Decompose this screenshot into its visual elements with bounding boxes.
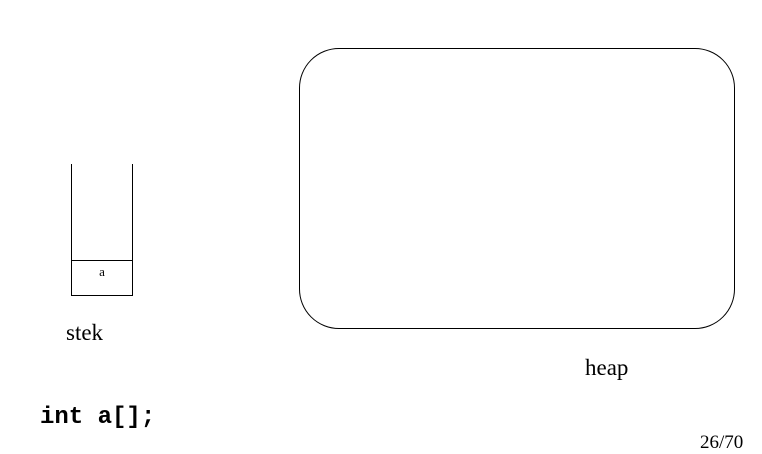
page-number: 26/70 [700, 432, 744, 453]
stack-bottom-wall [71, 295, 133, 296]
stack-cell-label: a [99, 264, 105, 279]
stack-left-wall [71, 164, 72, 296]
code-declaration: int a[]; [40, 404, 156, 431]
stack-label: stek [66, 320, 104, 345]
heap-label: heap [585, 355, 629, 380]
stack-right-wall [132, 164, 133, 296]
heap-box [299, 48, 735, 329]
stack-cell-divider [71, 260, 133, 261]
